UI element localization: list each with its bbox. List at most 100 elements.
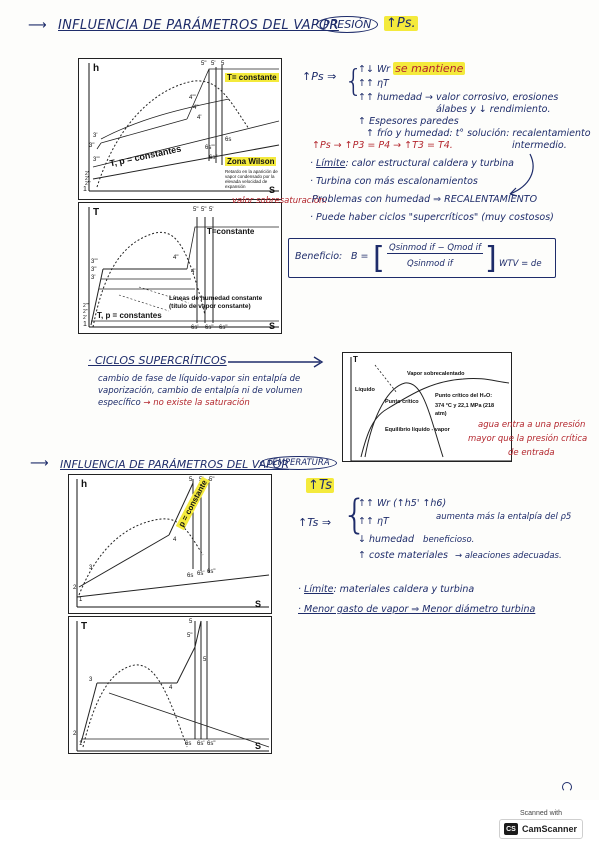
ts-point-5a: 5" — [193, 207, 199, 213]
ts-item2: ↑↑ ηT — [358, 516, 389, 527]
scan-footer: Scanned with CS CamScanner — [0, 800, 599, 848]
hs-y-axis-label: h — [93, 63, 100, 74]
ts-temp-point-5a: 5 — [189, 619, 193, 625]
page-mark-icon — [562, 782, 572, 792]
item1-highlight: se mantiene — [393, 62, 466, 75]
hs-isotherm-label: T= constante — [225, 73, 279, 82]
hs-point-6c: 6s — [225, 137, 232, 143]
ts-point-2c: 2' — [83, 315, 87, 321]
wet-label: valor sobresaturación: — [232, 196, 328, 206]
supercritical-y-axis: T — [353, 355, 358, 364]
ts-point-3c: 3' — [91, 275, 96, 281]
hs-point-5b: 5' — [211, 61, 216, 67]
ts-isotherm-label: T=constante — [207, 227, 255, 236]
hs-point-5c: 5 — [221, 61, 225, 67]
benefit-B: B = — [351, 251, 369, 262]
ts-point-2a: 2'" — [83, 303, 89, 309]
ts-temp-point-6b: 6s' — [197, 741, 205, 747]
hs-point-6a: 6s'" — [205, 145, 215, 151]
ts-isobar-label: T, p = constantes — [97, 311, 162, 320]
supercritical-note-1: agua entra a una presión — [478, 420, 586, 430]
hs-temp-y-axis: h — [81, 479, 88, 490]
ts-temp-point-2: 2 — [73, 731, 77, 737]
hs-temp-x-axis: S — [255, 599, 262, 609]
limit-text: : calor estructural caldera y turbina — [345, 158, 515, 169]
ts-item1: ↑↑ Wr (↑h5' ↑h6) — [358, 498, 447, 509]
ts-diagram-pressure: T S 1 3'" 3" 3' 2'" 2" 2' 5" 5" 5' 4" 4'… — [78, 202, 282, 334]
curved-arrow-icon — [509, 153, 534, 197]
limit-label: Límite — [316, 158, 346, 169]
bracket-right-icon: ] — [485, 241, 497, 276]
ts-pressure-svg — [88, 207, 279, 328]
hs-wilson-caption: Retardo en la aparición de vapor condens… — [225, 169, 278, 189]
ts-temp-point-1: 1 — [79, 741, 83, 747]
item1-prefix: ↑↓ Wr — [358, 64, 391, 75]
ts-item3-note: beneficioso. — [423, 535, 475, 545]
label-superheated: Vapor sobrecalentado — [407, 371, 465, 377]
item4: ↑ Espesores paredes — [358, 116, 459, 127]
hs-diagram-temperature: h S 1 2 3 4 5 5' 5" 6s 6s' 6s" p = const… — [68, 474, 272, 614]
hs-temp-point-6c: 6s" — [207, 569, 216, 575]
arrow-right-icon — [228, 356, 324, 368]
ts-point-2b: 2" — [83, 309, 88, 315]
hs-temp-point-5a: 5 — [189, 477, 193, 483]
brace-icon-2: { — [342, 492, 368, 538]
supercritical-line1: cambio de fase de líquido-vapor sin enta… — [98, 374, 301, 384]
ts-y-axis-label: T — [93, 207, 100, 218]
ts-temp-point-4: 4 — [169, 685, 173, 691]
supercritical-title: · CICLOS SUPERCRÍTICOS — [88, 354, 227, 367]
ts-point-4a: 4" — [173, 255, 179, 261]
label-critical-point: Punto crítico — [385, 399, 419, 405]
item2: ↑↑ ηT — [358, 78, 389, 89]
ts-temp-svg — [76, 620, 270, 752]
hs-point-3c: 3'" — [93, 157, 100, 163]
bracket-left-icon: [ — [373, 241, 385, 276]
ts-humidity-label-2: (título de vapor constante) — [169, 303, 251, 310]
label-h2o-3: atm) — [435, 411, 447, 417]
hs-temp-point-2: 2 — [73, 585, 77, 591]
ts-humidity-label-1: Líneas de humedad constante — [169, 295, 263, 302]
hs-point-5a: 5" — [201, 61, 207, 67]
item5: ↑ frío y humedad: t° solución: recalenta… — [366, 128, 591, 139]
benefit-denominator: Qsinmod if — [407, 259, 453, 269]
item5b: intermedio. — [512, 140, 567, 151]
benefit-box: Beneficio: B = [ Qsinmod if − Qmod if Qs… — [288, 238, 556, 278]
ts-point-5b: 5" — [201, 207, 207, 213]
ts-point-5c: 5' — [209, 207, 214, 213]
supercritical-svg — [350, 357, 511, 461]
ts-point-3b: 3" — [91, 267, 97, 273]
ts-item4-note: → aleaciones adecuadas. — [455, 551, 562, 561]
hs-point-4a: 4'" — [189, 95, 196, 101]
label-liquid: Líquido — [355, 387, 375, 393]
ts-x-axis-label: S — [269, 321, 276, 331]
hs-pressure-svg — [88, 63, 280, 192]
scanned-with-label: Scanned with — [519, 810, 563, 817]
supercritical-line: · Puede haber ciclos "supercríticos" (mu… — [310, 212, 554, 223]
hs-point-1: 1 — [83, 186, 87, 193]
ts-limit-label: Límite — [304, 584, 334, 595]
ts-point-1: 1 — [83, 321, 87, 328]
hs-temp-svg — [76, 479, 270, 608]
hs-temp-point-6a: 6s — [187, 573, 194, 579]
ts-point-6a: 6s' — [191, 325, 199, 331]
hs-temp-point-3: 3 — [89, 565, 93, 571]
ts-point-6b: 6s" — [205, 325, 214, 331]
camscanner-logo-icon: CS — [504, 823, 518, 835]
ts-point-6c: 6s" — [219, 325, 228, 331]
ts-temp-point-6c: 6s" — [207, 741, 216, 747]
ts-temp-x-axis: S — [255, 741, 262, 751]
hs-point-2a: 2' — [85, 171, 89, 177]
ts-diagram-temperature: T S 1 2 3 4 5 5" 5' 6s 6s' 6s" — [68, 616, 272, 754]
temperature-oval-label: TEMPERATURA — [260, 456, 337, 470]
hs-x-axis-label: S — [269, 185, 276, 195]
benefit-label: Beneficio: — [295, 251, 343, 262]
ts-item1-note: aumenta más la entalpía del ρ5 — [436, 512, 572, 522]
ts-lead: ↑Ts ⇒ — [298, 516, 332, 529]
camscanner-name: CamScanner — [522, 824, 578, 834]
ts-temp-point-6a: 6s — [185, 741, 192, 747]
ps-lead: ↑Ps ⇒ — [302, 70, 337, 83]
problems-line: Problemas con humedad ⇒ RECALENTAMIENTO — [312, 194, 538, 205]
hs-point-4c: 4' — [197, 115, 202, 121]
supercritical-line3: específico — [98, 398, 141, 408]
camscanner-brand: CS CamScanner — [499, 819, 583, 839]
